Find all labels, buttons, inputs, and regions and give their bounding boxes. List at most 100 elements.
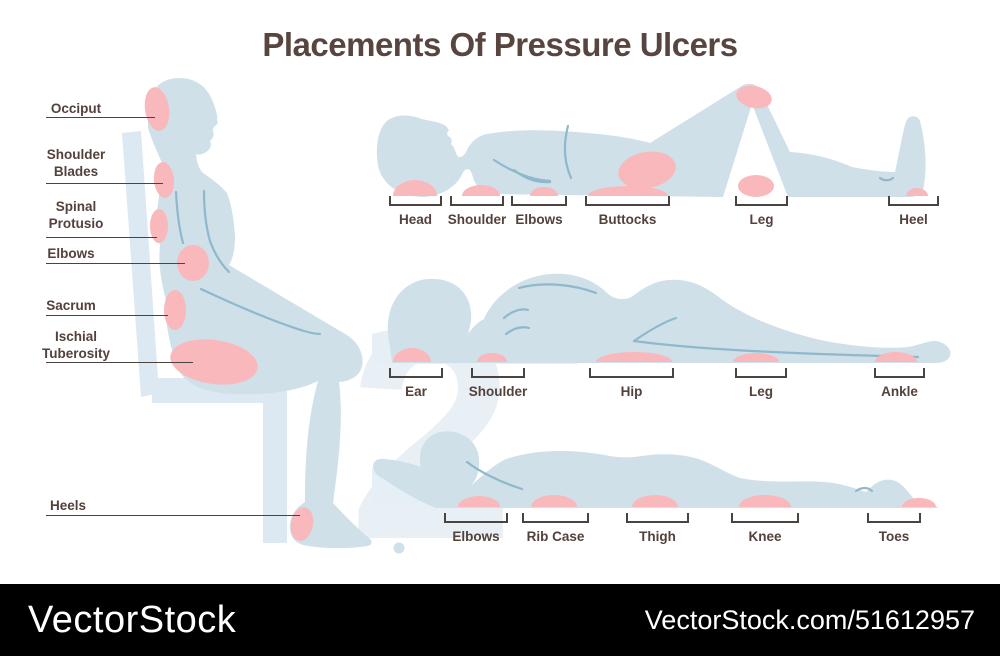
bracket-group-elbows-supine: Elbows (511, 196, 567, 227)
spot-elbows (458, 496, 500, 507)
spot-shoulder (477, 353, 507, 362)
bracket-label: Buttocks (598, 212, 657, 227)
bracket-group-elbows-prone: Elbows (444, 513, 508, 544)
leader-spinal-protusio (46, 237, 157, 238)
decor-dot (393, 542, 405, 554)
spot-rib-case (531, 495, 577, 507)
spot-elbow (177, 245, 209, 281)
prone-pressure-spots (458, 495, 936, 507)
spot-leg (733, 353, 779, 362)
seated-figure (122, 78, 372, 549)
chair-backrest (122, 131, 159, 397)
side-lying-figure (372, 273, 951, 364)
bracket-group-leg-supine: Leg (735, 196, 788, 227)
leader-ischial-tuberosity (46, 362, 193, 363)
bracket-label: Toes (878, 529, 910, 544)
spot-shoulder (462, 185, 500, 196)
bracket-group-thigh: Thigh (626, 513, 689, 544)
watermark-bar: VectorStock VectorStock.com/51612957 (0, 584, 1000, 656)
side-body-lines (502, 283, 920, 359)
bracket-label: Head (398, 212, 432, 227)
bracket-group-rib-case: Rib Case (522, 513, 589, 544)
bracket-label: Thigh (639, 529, 676, 544)
vectorstock-logo: VectorStock (28, 598, 237, 641)
supine-figure (376, 83, 928, 197)
side-pressure-spots (393, 348, 917, 362)
spot-thigh (632, 495, 678, 507)
label-sacrum: Sacrum (46, 298, 96, 313)
spot-occiput (144, 87, 170, 131)
seated-body-lines (174, 189, 322, 336)
bracket (389, 196, 442, 206)
chair-seat-and-leg (152, 378, 287, 543)
leader-heels (46, 515, 300, 516)
bracket-group-toes: Toes (867, 513, 921, 544)
bracket-label: Shoulder (447, 212, 507, 227)
bracket-group-shoulder-side: Shoulder (469, 368, 527, 399)
page-title: Placements Of Pressure Ulcers (262, 26, 738, 63)
bracket (626, 513, 689, 523)
bracket-group-ankle: Ankle (874, 368, 925, 399)
spot-spinal-protusio (150, 209, 168, 243)
bracket-group-knee: Knee (731, 513, 799, 544)
leader-shoulder-blades (46, 183, 163, 184)
bracket-label: Ear (405, 384, 427, 399)
spot-knee-top (736, 85, 772, 109)
label-ischial-tuberosity: Ischial Tuberosity (41, 329, 110, 361)
bracket (874, 368, 925, 378)
bracket-label: Elbows (515, 212, 563, 227)
bracket-group-shoulder-supine: Shoulder (447, 196, 507, 227)
seated-pressure-spots (144, 87, 314, 541)
bracket-label: Ankle (881, 384, 918, 399)
supine-body (376, 83, 926, 197)
bracket (735, 196, 788, 206)
spot-buttocks (588, 186, 668, 196)
label-occiput: Occiput (50, 101, 102, 116)
bracket (867, 513, 921, 523)
spot-hip (618, 151, 676, 189)
spot-elbows (530, 187, 558, 196)
prone-body (373, 431, 938, 508)
bracket-label: Leg (748, 384, 773, 399)
bracket (888, 196, 939, 206)
bracket (522, 513, 589, 523)
spot-knee (739, 495, 791, 507)
bracket-group-heel: Heel (888, 196, 939, 227)
spot-hip (596, 352, 672, 362)
bracket (450, 196, 504, 206)
bracket (389, 368, 443, 378)
bracket (511, 196, 567, 206)
bracket-group-ear: Ear (389, 368, 443, 399)
spot-toes (902, 498, 936, 507)
bracket (731, 513, 799, 523)
bracket-group-buttocks: Buttocks (585, 196, 670, 227)
bracket-label: Knee (748, 529, 782, 544)
bracket (444, 513, 508, 523)
spot-shoulder-blades (153, 162, 175, 198)
bracket-label: Rib Case (526, 529, 585, 544)
bracket (589, 368, 674, 378)
leader-occiput (46, 117, 155, 118)
bracket-label: Leg (749, 212, 774, 227)
bracket-label: Heel (899, 212, 928, 227)
spot-leg (738, 175, 774, 197)
bracket-group-head: Head (389, 196, 442, 227)
spot-ischial-tuberosity (170, 339, 258, 385)
spot-sacrum (164, 290, 186, 330)
spot-ankle (875, 352, 917, 362)
bracket-group-leg-side: Leg (735, 368, 787, 399)
bracket-label: Elbows (452, 529, 500, 544)
bracket-label: Hip (620, 384, 643, 399)
bracket (735, 368, 787, 378)
bracket (471, 368, 525, 378)
bracket-group-hip: Hip (589, 368, 674, 399)
spot-heel (906, 188, 928, 196)
label-elbows: Elbows (47, 246, 95, 261)
label-shoulder-blades: Shoulder Blades (46, 147, 106, 179)
supine-pressure-spots (393, 85, 928, 197)
spot-head (393, 180, 437, 196)
supine-body-lines (492, 124, 895, 184)
side-body (387, 273, 951, 363)
leader-elbows (46, 263, 185, 264)
vectorstock-credit: VectorStock.com/51612957 (644, 604, 975, 635)
